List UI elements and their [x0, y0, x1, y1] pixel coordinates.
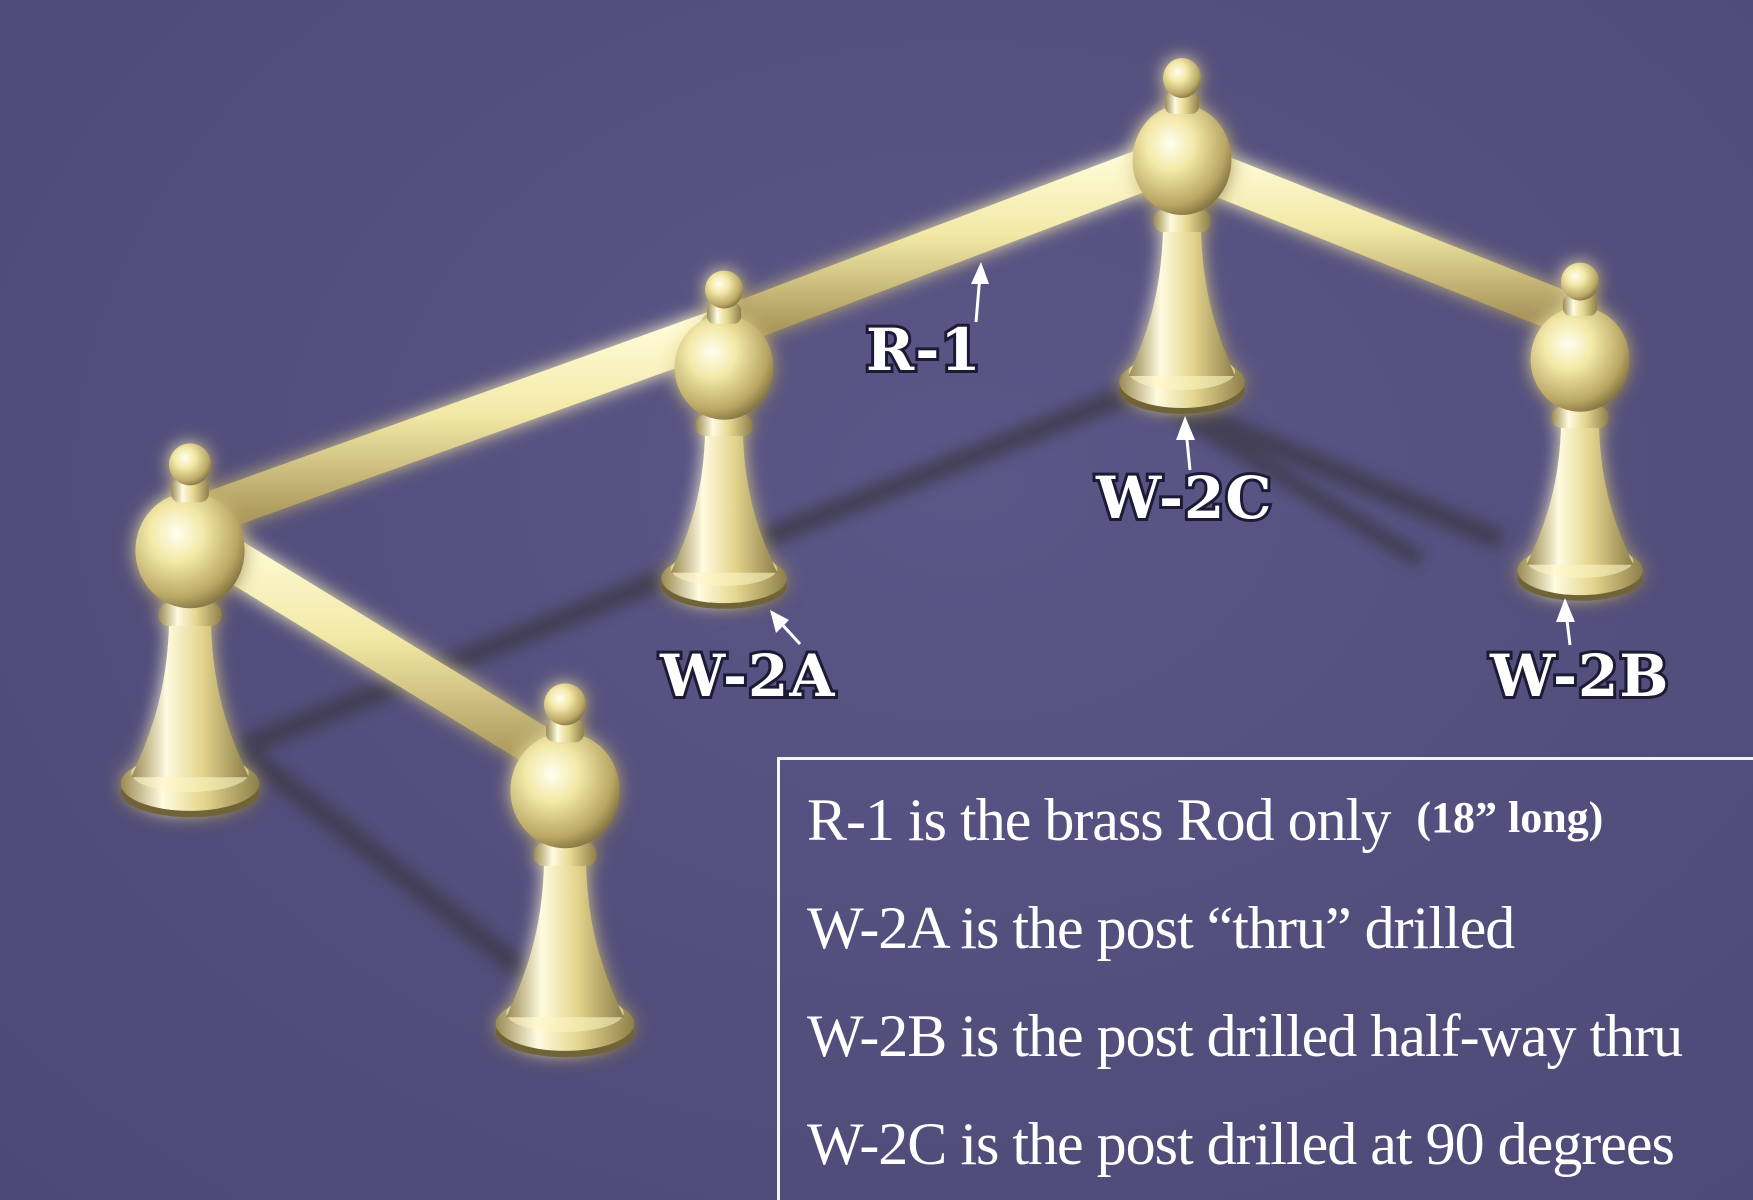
- legend-line-w-2a: W-2A is the post “thru” drilled: [807, 895, 1515, 961]
- brass-rods: [169, 137, 1591, 781]
- legend-box: R-1 is the brass Rod only (18” long) W-2A…: [777, 757, 1753, 1200]
- arrow-w-2b: [1556, 598, 1575, 646]
- callout-r-1: R-1: [866, 316, 982, 384]
- callout-w-2a: W-2A: [659, 642, 835, 710]
- floor-shadow: [233, 378, 1505, 1009]
- callout-w-2b: W-2B: [1489, 642, 1669, 710]
- legend-r-1-text: R-1 is the brass Rod only: [807, 787, 1391, 853]
- arrow-w-2a: [770, 610, 802, 646]
- legend-r-1-note: (18” long): [1416, 793, 1604, 842]
- post-w-2c: [1119, 58, 1245, 414]
- legend-line-w-2c: W-2C is the post drilled at 90 degrees: [807, 1111, 1675, 1177]
- legend-line-r-1: R-1 is the brass Rod only (18” long): [807, 790, 1603, 850]
- arrow-r-1: [971, 262, 989, 323]
- arrow-w-2c: [1176, 416, 1195, 471]
- callout-w-2c: W-2C: [1095, 464, 1273, 532]
- legend-line-w-2b: W-2B is the post drilled half-way thru: [807, 1003, 1683, 1069]
